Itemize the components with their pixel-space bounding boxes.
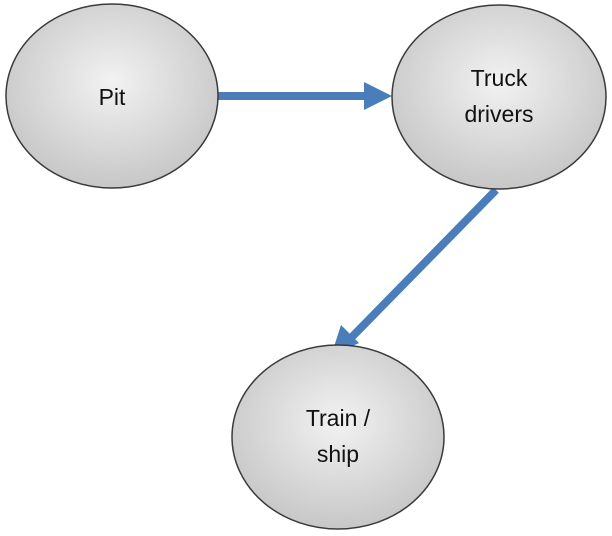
arrow-truck-drivers-to-train-ship: [331, 187, 499, 356]
node-train-ship-label-line-1: Train /: [306, 405, 371, 431]
node-train-ship-label-line-2: ship: [317, 441, 359, 467]
arrow-pit-to-truck-drivers: [218, 82, 392, 110]
node-truck-drivers-label-line-2: drivers: [464, 101, 533, 127]
node-truck-drivers-label-line-1: Truck: [471, 65, 528, 91]
node-pit: Pit: [5, 3, 219, 189]
node-truck-drivers: Truck drivers: [391, 4, 607, 190]
node-pit-label: Pit: [99, 84, 126, 110]
node-train-ship: Train / ship: [231, 344, 445, 530]
